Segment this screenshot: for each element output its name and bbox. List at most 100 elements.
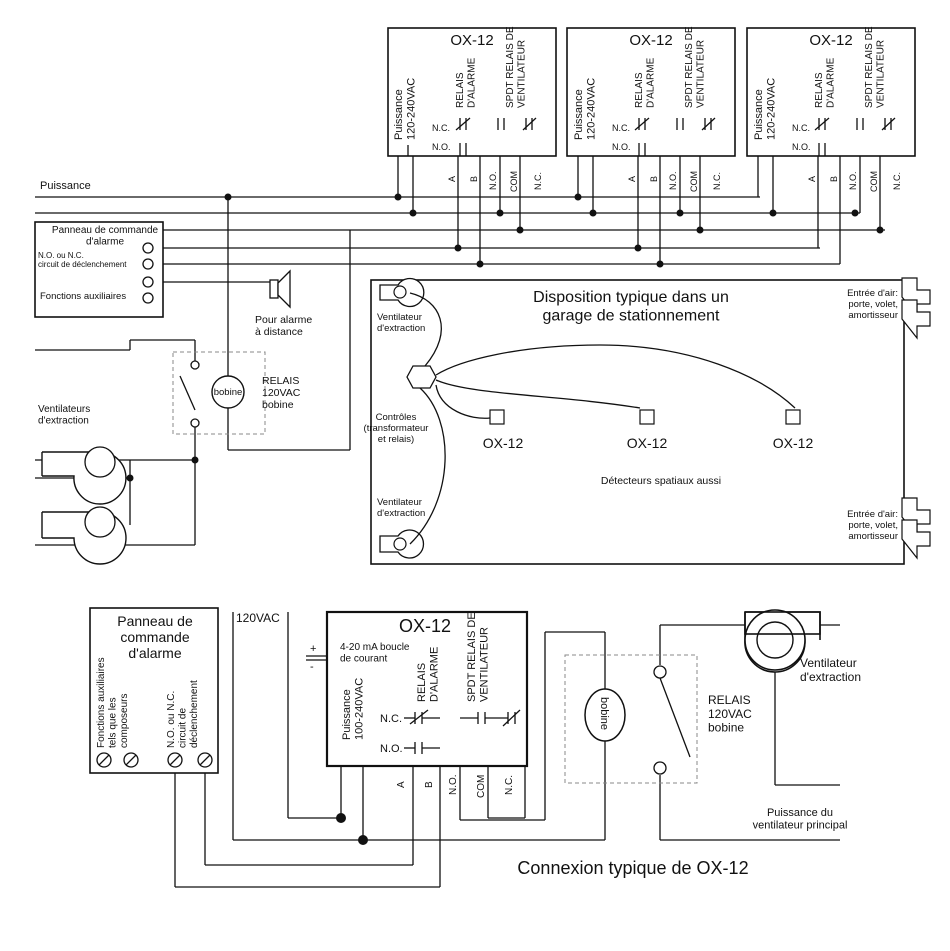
terminal-b: B — [469, 176, 479, 182]
vac-label: 120VAC — [236, 611, 280, 625]
terminal-no: N.O. — [848, 171, 858, 190]
panel-trigger-label: N.O. ou N.C.circuit dedéclenchement — [166, 680, 200, 748]
controls-hexagon-icon — [406, 365, 437, 389]
plus-sign: + — [310, 643, 316, 655]
module-title: OX-12 — [629, 32, 672, 49]
nc-label: N.C. — [792, 123, 810, 133]
exhaust-fan-icon — [41, 506, 127, 565]
spatial-detectors-label: Détecteurs spatiaux aussi — [601, 475, 721, 487]
exhaust-fan-icon — [41, 446, 127, 505]
no-label: N.O. — [432, 142, 451, 152]
garage-layout — [370, 277, 931, 565]
air-inlet-bottom-label: Entrée d'air:porte, volet,amortisseur — [847, 509, 898, 542]
aux-label: Fonctions auxiliaires — [40, 291, 126, 302]
coil-label: bobine — [214, 387, 243, 398]
top-module-3-labels: OX-12 Puissance120-240VAC RELAISD'ALARME… — [753, 26, 902, 192]
top-module-1 — [387, 27, 557, 157]
top-module-2 — [566, 27, 736, 157]
nc-label: N.C. — [380, 713, 402, 725]
terminal-a: A — [396, 781, 407, 788]
power-label: Puissance120-240VAC — [573, 78, 598, 140]
terminal-screw — [142, 276, 154, 288]
garage-fan-bottom-icon — [379, 529, 425, 559]
bottom-alarm-panel — [89, 607, 219, 774]
terminal-com: COM — [509, 171, 519, 192]
terminal-screw — [142, 242, 154, 254]
relay-120vac — [172, 351, 266, 435]
coil-label: bobine — [598, 697, 610, 730]
terminal-nc: N.C. — [504, 775, 515, 795]
fan-relay-label: SPDT RELAIS DEVENTILATEUR — [466, 612, 491, 702]
air-inlet-arrow-icon — [901, 277, 931, 340]
terminal-a: A — [627, 176, 637, 182]
fan-relay-label: SPDT RELAIS DEVENTILATEUR — [864, 26, 887, 108]
top-module-3 — [746, 27, 916, 157]
terminal-screw — [142, 258, 154, 270]
detector-icon — [785, 409, 801, 425]
module-title: OX-12 — [399, 616, 451, 636]
terminal-com: COM — [869, 171, 879, 192]
terminal-com: COM — [476, 775, 487, 798]
nc-label: N.C. — [612, 123, 630, 133]
fan-relay-label: SPDT RELAIS DEVENTILATEUR — [684, 26, 707, 108]
terminal-no: N.O. — [488, 171, 498, 190]
terminal-a: A — [447, 176, 457, 182]
terminal-screw — [142, 292, 154, 304]
power-label: Puissance120-240VAC — [753, 78, 778, 140]
coil-icon — [584, 688, 626, 742]
no-label: N.O. — [792, 142, 811, 152]
no-label: N.O. — [612, 142, 631, 152]
terminal-b: B — [829, 176, 839, 182]
minus-sign: - — [310, 661, 314, 673]
terminal-nc: N.C. — [533, 172, 543, 190]
alarm-relay-label: RELAISD'ALARME — [455, 57, 478, 108]
terminal-b: B — [649, 176, 659, 182]
horn-icon — [269, 269, 291, 309]
power-line-label: Puissance — [40, 180, 91, 192]
module-title: OX-12 — [450, 32, 493, 49]
alarm-relay-label: RELAISD'ALARME — [634, 57, 657, 108]
terminal-nc: N.C. — [712, 172, 722, 190]
detector-label: OX-12 — [773, 435, 814, 451]
detector-icon — [489, 409, 505, 425]
terminal-no: N.O. — [448, 774, 459, 795]
terminal-com: COM — [689, 171, 699, 192]
panel-aux-label: Fonctions auxiliairestels que lescompose… — [96, 657, 130, 748]
module-title: OX-12 — [809, 32, 852, 49]
air-inlet-top-label: Entrée d'air:porte, volet,amortisseur — [847, 288, 898, 321]
trigger-label: N.O. ou N.C.circuit de déclenchement — [38, 251, 127, 269]
garage-fan-top-icon — [379, 277, 425, 308]
power-label: Puissance120-240VAC — [393, 78, 418, 140]
bottom-wiring — [174, 612, 840, 888]
terminal-a: A — [807, 176, 817, 182]
top-module-1-labels: OX-12 Puissance120-240VAC RELAISD'ALARME… — [393, 26, 543, 192]
coil-icon — [211, 375, 245, 409]
detector-label: OX-12 — [483, 435, 524, 451]
bottom-module — [306, 610, 529, 768]
blower-fan-icon — [744, 609, 821, 673]
terminal-b: B — [424, 781, 435, 788]
terminal-no: N.O. — [668, 171, 678, 190]
terminal-nc: N.C. — [892, 172, 902, 190]
fan-relay-label: SPDT RELAIS DEVENTILATEUR — [505, 26, 528, 108]
detector-label: OX-12 — [627, 435, 668, 451]
power-label: Puissance100-240VAC — [341, 678, 366, 740]
nc-label: N.C. — [432, 123, 450, 133]
alarm-relay-label: RELAISD'ALARME — [814, 57, 837, 108]
alarm-relay-label: RELAISD'ALARME — [416, 647, 441, 702]
top-module-2-labels: OX-12 Puissance120-240VAC RELAISD'ALARME… — [573, 26, 722, 192]
